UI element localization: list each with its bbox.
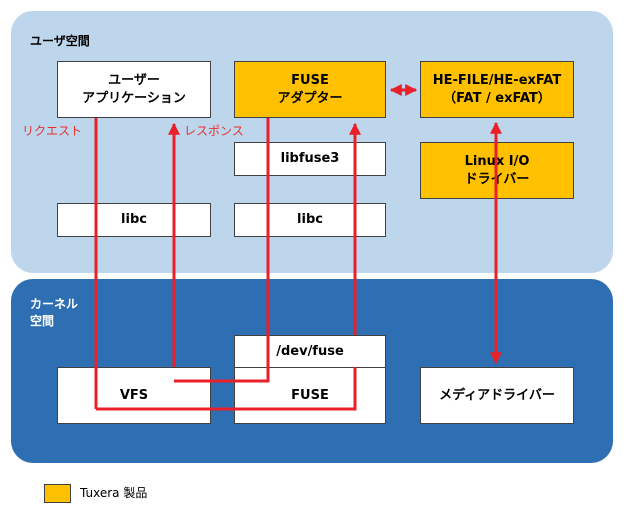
libc-left-box: libc	[57, 203, 211, 237]
kernel-space-label: カーネル 空間	[30, 297, 79, 328]
fuse-adapter-box: FUSE アダプター	[234, 61, 386, 118]
media-driver-box: メディアドライバー	[420, 367, 574, 424]
legend-swatch	[44, 484, 71, 503]
libc-right-box: libc	[234, 203, 386, 237]
response-through-devfuse	[174, 335, 270, 383]
request-label: リクエスト	[22, 124, 83, 138]
fuse-kernel-box: FUSE	[234, 367, 386, 424]
he-file-box: HE-FILE/HE-exFAT （FAT / exFAT）	[420, 61, 574, 118]
libfuse3-box: libfuse3	[234, 142, 386, 176]
legend-label: Tuxera 製品	[80, 486, 148, 500]
request-through-fuse	[96, 367, 357, 411]
vfs-box: VFS	[57, 367, 211, 424]
response-label: レスポンス	[184, 124, 244, 138]
user-space-label: ユーザ空間	[30, 34, 90, 48]
user-application-box: ユーザー アプリケーション	[57, 61, 211, 118]
